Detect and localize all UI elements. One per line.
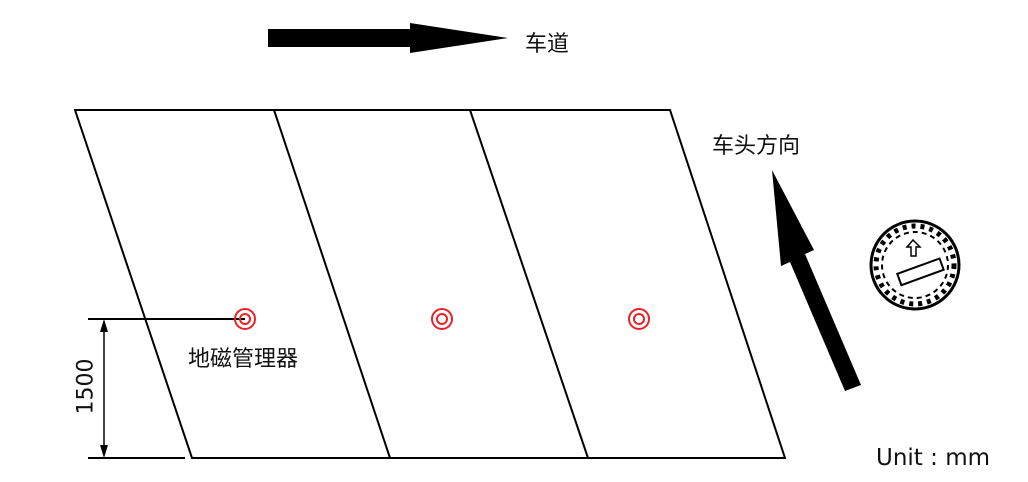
lane-direction-arrow-icon — [268, 23, 508, 53]
sensor-markers — [234, 308, 650, 330]
sensor-marker — [234, 308, 256, 330]
unit-label: Unit : mm — [876, 445, 991, 471]
space-divider — [469, 109, 589, 459]
parking-spaces-outline — [73, 109, 787, 459]
dimension-label: 1500 — [73, 358, 99, 415]
sensor-device-icon — [869, 219, 961, 311]
sensor-marker — [431, 308, 453, 330]
sensor-label: 地磁管理器 — [188, 347, 299, 372]
sensor-marker — [628, 308, 650, 330]
vehicle-direction-arrow-icon — [772, 170, 861, 391]
space-divider — [273, 109, 391, 459]
dimension-arrow-bottom — [100, 445, 108, 458]
lane-label: 车道 — [525, 32, 570, 57]
vehicle-head-direction-label: 车头方向 — [712, 134, 801, 159]
dimension-arrow-top — [100, 319, 108, 332]
